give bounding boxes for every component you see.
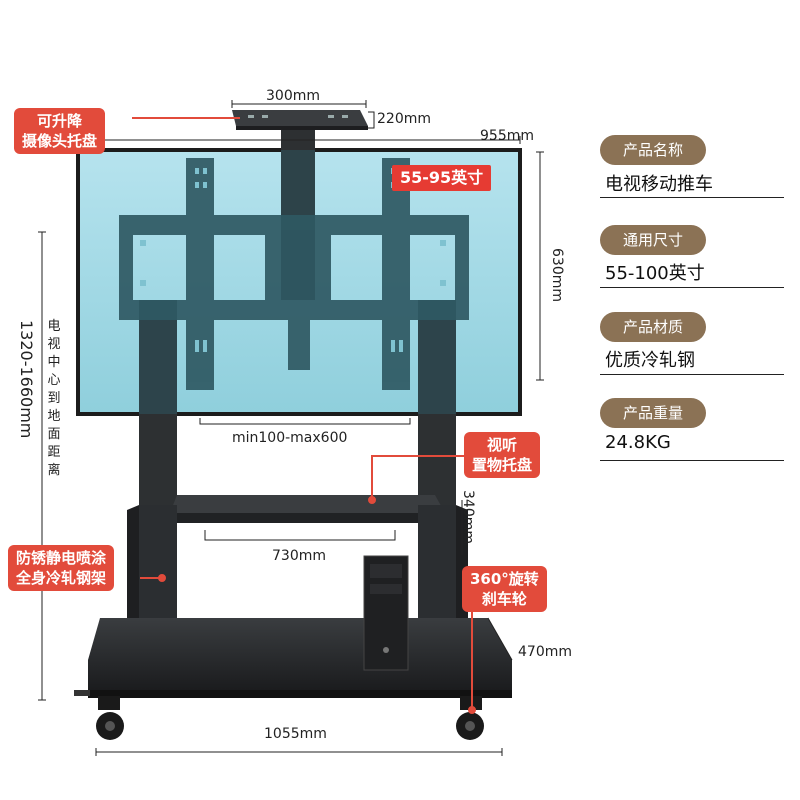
spec-value-weight: 24.8KG: [605, 432, 671, 453]
dim-tv-height: 630mm: [549, 248, 565, 302]
spec-value-material: 优质冷轧钢: [605, 350, 695, 371]
spec-label-weight: 产品重量: [600, 398, 706, 428]
dim-center-height: 1320-1660mm: [17, 320, 36, 439]
dim-base-width: 1055mm: [264, 726, 327, 742]
center-height-label: 电 视 中 心 到 地 面 距 离: [47, 319, 61, 478]
front-left-wheel: [74, 690, 124, 740]
spec-divider: [600, 287, 784, 288]
camera-tray-callout: 可升降 摄像头托盘: [14, 108, 106, 154]
spec-divider: [600, 460, 784, 461]
wheel-callout: 360°旋转 刹车轮: [462, 566, 547, 612]
av-tray-callout: 视听 置物托盘: [464, 432, 541, 478]
av-shelf: [170, 495, 445, 513]
spec-value-name: 电视移动推车: [605, 174, 713, 195]
dim-top-depth: 220mm: [377, 111, 431, 127]
front-right-wheel: [456, 696, 484, 740]
frame-callout: 防锈静电喷涂 全身冷轧钢架: [8, 545, 115, 591]
dim-top-width: 300mm: [266, 88, 320, 104]
spec-label-size: 通用尺寸: [600, 225, 706, 255]
camera-tray: [232, 110, 368, 126]
spec-value-size: 55-100英寸: [605, 263, 705, 284]
spec-divider: [600, 374, 784, 375]
spec-label-material: 产品材质: [600, 312, 706, 342]
spec-label-name: 产品名称: [600, 135, 706, 165]
spec-divider: [600, 197, 784, 198]
cart-base: [88, 618, 512, 690]
dim-shelf-width: 730mm: [272, 548, 326, 564]
dim-bracket-range: min100-max600: [232, 430, 348, 446]
size-tag: 55-95英寸: [392, 165, 492, 191]
dim-base-depth: 470mm: [518, 644, 572, 660]
dim-tv-width: 955mm: [480, 128, 534, 144]
dim-shelf-gap: 340mm: [460, 490, 476, 544]
